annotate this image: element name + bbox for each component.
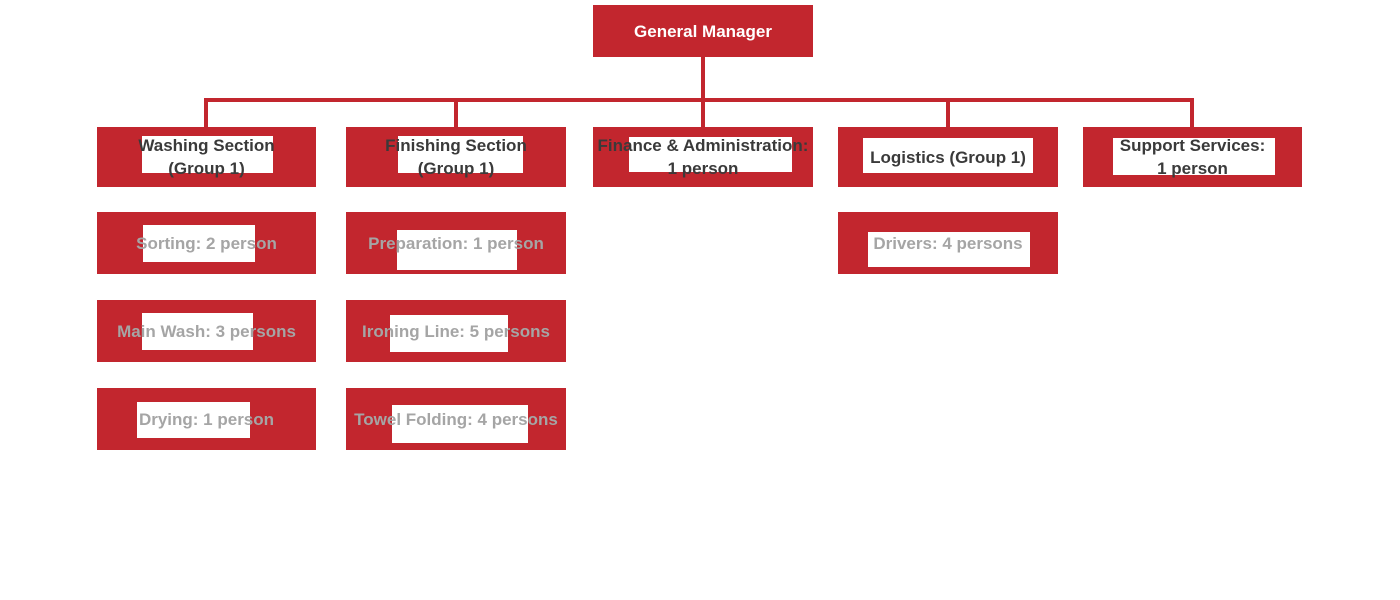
label-backdrop	[397, 230, 517, 270]
org-node-washing-section: Washing Section (Group 1)	[97, 127, 316, 187]
org-node-label: Washing Section (Group 1)	[138, 136, 275, 178]
connector-stub-support	[1190, 98, 1194, 127]
org-node-drivers: Drivers: 4 persons	[838, 212, 1058, 274]
org-node-label: Finance & Administration: 1 person	[597, 136, 809, 178]
org-node-towel-folding: Towel Folding: 4 persons	[346, 388, 566, 450]
label-backdrop	[863, 138, 1033, 173]
connector-stub-finishing	[454, 98, 458, 127]
connector-stub-finance	[701, 98, 705, 127]
org-node-support-services: Support Services: 1 person	[1083, 127, 1302, 187]
connector-stub-washing	[204, 98, 208, 127]
connector-stub-logistics	[946, 98, 950, 127]
org-node-main-wash: Main Wash: 3 persons	[97, 300, 316, 362]
org-node-ironing-line: Ironing Line: 5 persons	[346, 300, 566, 362]
label-backdrop	[142, 136, 273, 173]
org-node-label: Main Wash: 3 persons	[117, 321, 296, 341]
label-backdrop	[142, 313, 253, 350]
org-node-label: Sorting: 2 person	[136, 233, 277, 253]
org-node-finishing-section: Finishing Section (Group 1)	[346, 127, 566, 187]
label-backdrop	[629, 137, 792, 172]
label-backdrop	[392, 405, 528, 443]
org-node-label: General Manager	[634, 21, 772, 41]
org-node-general-manager: General Manager	[593, 5, 813, 57]
org-node-label: Towel Folding: 4 persons	[354, 409, 558, 429]
org-node-preparation: Preparation: 1 person	[346, 212, 566, 274]
connector-horizontal-rail	[204, 98, 1194, 102]
org-node-label: Finishing Section (Group 1)	[385, 136, 527, 178]
label-backdrop	[868, 232, 1030, 267]
org-node-finance-administration: Finance & Administration: 1 person	[593, 127, 813, 187]
label-backdrop	[390, 315, 508, 352]
org-node-label: Logistics (Group 1)	[870, 147, 1026, 167]
org-node-label: Ironing Line: 5 persons	[362, 321, 550, 341]
org-node-label: Support Services: 1 person	[1119, 136, 1266, 178]
org-node-label: Drivers: 4 persons	[873, 233, 1023, 253]
org-node-sorting: Sorting: 2 person	[97, 212, 316, 274]
label-backdrop	[143, 225, 255, 262]
org-node-logistics: Logistics (Group 1)	[838, 127, 1058, 187]
label-backdrop	[137, 402, 250, 438]
org-node-label: Drying: 1 person	[138, 409, 275, 429]
org-node-label: Preparation: 1 person	[368, 233, 544, 253]
label-backdrop	[1113, 138, 1275, 175]
connector-root-drop	[701, 57, 705, 100]
org-node-drying: Drying: 1 person	[97, 388, 316, 450]
label-backdrop	[398, 136, 523, 173]
